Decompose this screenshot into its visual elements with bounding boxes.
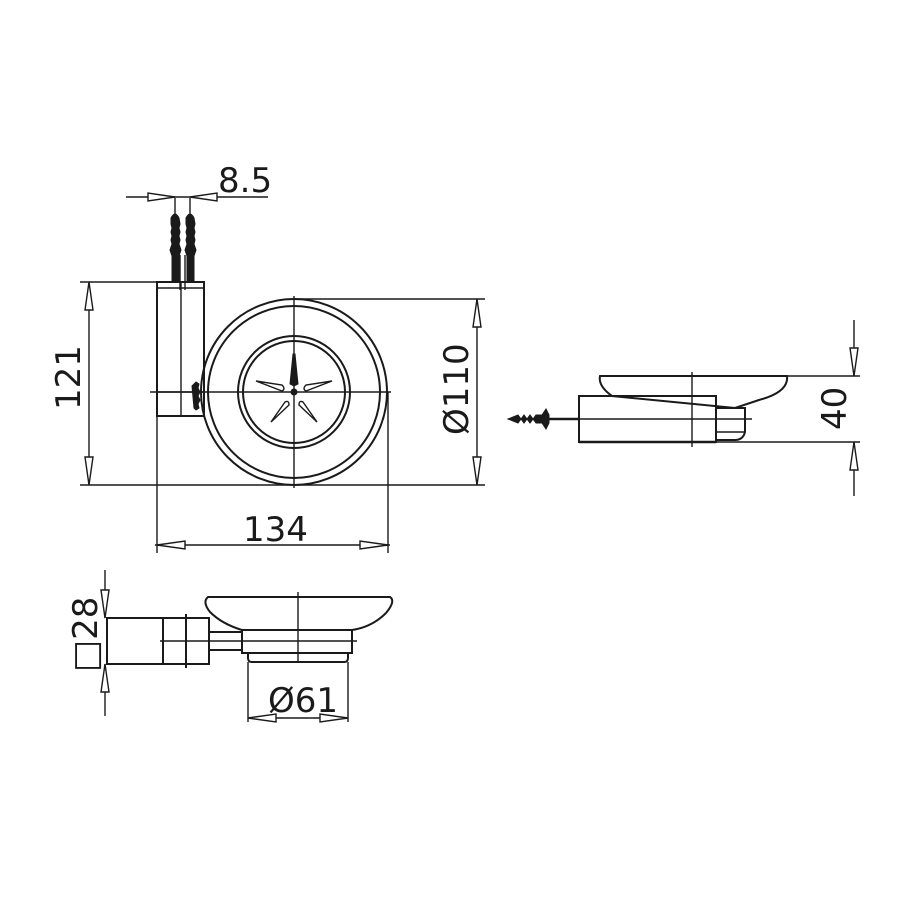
dimension-dish-diameter: Ø110 (437, 298, 482, 486)
wall-anchor-icon (169, 198, 197, 290)
dimension-height: 121 (49, 281, 94, 486)
dim-label-dish-diameter: Ø110 (437, 343, 477, 435)
side-view: 40 (506, 320, 860, 496)
dim-label-depth: 40 (815, 387, 855, 430)
dimension-depth: 40 (815, 320, 859, 496)
dimension-anchor-spacing: 8.5 (126, 161, 272, 202)
dimension-holder-diameter: Ø61 (247, 681, 349, 723)
top-view: □28 Ø61 (66, 570, 394, 723)
wall-mount-block (156, 281, 205, 417)
front-view: 8.5 (49, 161, 485, 553)
dimension-width: 134 (155, 510, 390, 550)
dim-label-height: 121 (49, 345, 89, 410)
dim-label-mount-square: □28 (66, 597, 106, 672)
soap-dish-top-view (150, 296, 391, 488)
dim-label-holder-diameter: Ø61 (268, 681, 338, 721)
dim-label-anchor-spacing: 8.5 (218, 161, 272, 201)
dimension-mount-square: □28 (66, 570, 110, 716)
dim-label-width: 134 (243, 510, 308, 550)
wall-screw-icon (506, 408, 579, 430)
